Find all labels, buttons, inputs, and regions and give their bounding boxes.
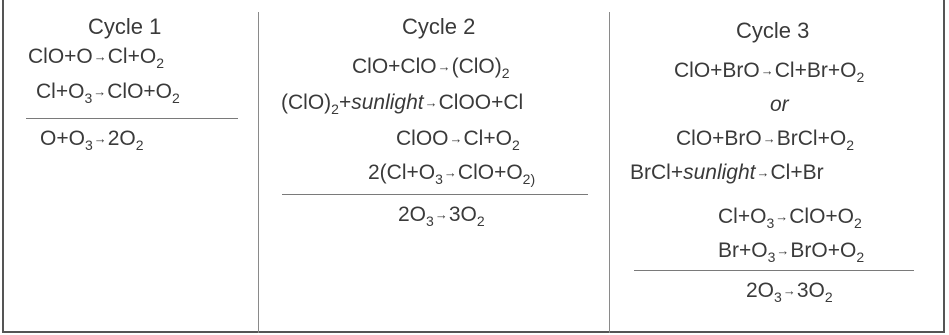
cycle-3-net-reaction: 2O3→3O2: [746, 278, 833, 304]
products: ClO+O2: [789, 205, 862, 231]
reaction-arrow-icon: →: [756, 165, 770, 180]
cycle-3-reaction-2: ClO+BrO→BrCl+O2: [676, 126, 854, 152]
cycle-2-reaction-2: (ClO)2+sunlight→ClOO+Cl: [281, 90, 523, 116]
products: Cl+Br: [770, 161, 824, 184]
cycle-1-reaction-2: Cl+O3→ClO+O2: [36, 79, 180, 105]
column-divider-2: [609, 12, 610, 333]
reactants: Br+O3: [718, 239, 776, 265]
cycle-1-reaction-1: ClO+O→Cl+O2: [28, 44, 164, 70]
reactants: ClO+BrO: [674, 59, 760, 82]
reactants: ClOO: [396, 127, 449, 150]
products: (ClO)2: [451, 55, 510, 81]
cycle-2-reaction-4: 2(Cl+O3→ClO+O2): [368, 160, 535, 186]
products: 3O2: [796, 279, 833, 305]
products: Cl+O2: [463, 127, 520, 153]
cycle-1-title: Cycle 1: [88, 14, 162, 39]
reactants: 2O3: [746, 279, 782, 305]
reaction-arrow-icon: →: [775, 209, 789, 224]
reactants: ClO+O: [28, 45, 93, 68]
cycle-3-reaction-5: Br+O3→BrO+O2: [718, 238, 864, 264]
reaction-arrow-icon: →: [760, 63, 774, 78]
reactants: Cl+O3: [718, 205, 775, 231]
reaction-arrow-icon: →: [443, 165, 457, 180]
reactants: ClO+BrO: [676, 127, 762, 150]
cycle-3-reaction-1: ClO+BrO→Cl+Br+O2: [674, 58, 864, 84]
products: 2O2: [107, 127, 144, 153]
cycle-3-title: Cycle 3: [736, 18, 810, 43]
reaction-arrow-icon: →: [782, 283, 796, 298]
reaction-arrow-icon: →: [434, 207, 448, 222]
products: BrO+O2: [790, 239, 865, 265]
products: Cl+Br+O2: [774, 59, 865, 85]
cycle-2-net-rule: [282, 194, 588, 195]
products: ClO+O2: [107, 80, 180, 106]
reaction-arrow-icon: →: [93, 84, 107, 99]
cycle-2-reaction-3: ClOO→Cl+O2: [396, 126, 520, 152]
reaction-arrow-icon: →: [449, 131, 463, 146]
column-divider-1: [258, 12, 259, 333]
products: ClOO+Cl: [438, 91, 524, 114]
cycle-3-reaction-3: BrCl+sunlight→Cl+Br: [630, 160, 824, 186]
reactants: 2(Cl+O3: [368, 161, 443, 187]
cycle-2-net-reaction: 2O3→3O2: [398, 202, 485, 228]
reaction-arrow-icon: →: [93, 131, 107, 146]
reaction-arrow-icon: →: [762, 131, 776, 146]
cycle-2-title: Cycle 2: [402, 14, 476, 39]
cycle-1-net-rule: [26, 118, 238, 119]
cycle-3-net-rule: [634, 270, 914, 271]
products: Cl+O2: [107, 45, 164, 71]
reactants: Cl+O3: [36, 80, 93, 106]
reactants: (ClO)2+sunlight: [281, 91, 424, 117]
reactants: O+O3: [40, 127, 93, 153]
products: BrCl+O2: [776, 127, 854, 153]
cycle-3-reaction-4: Cl+O3→ClO+O2: [718, 204, 862, 230]
products: 3O2: [448, 203, 485, 229]
reactants: ClO+ClO: [352, 55, 437, 78]
cycle-3-or-label: or: [770, 92, 789, 118]
reactants: BrCl+sunlight: [630, 161, 756, 184]
or-text: or: [770, 93, 789, 116]
reaction-arrow-icon: →: [776, 243, 790, 258]
cycle-1-net-reaction: O+O3→2O2: [40, 126, 144, 152]
reactants: 2O3: [398, 203, 434, 229]
products: ClO+O2): [457, 161, 536, 187]
reaction-arrow-icon: →: [437, 59, 451, 74]
cycle-2-reaction-1: ClO+ClO→(ClO)2: [352, 54, 510, 80]
reaction-arrow-icon: →: [424, 95, 438, 110]
reaction-arrow-icon: →: [93, 49, 107, 64]
